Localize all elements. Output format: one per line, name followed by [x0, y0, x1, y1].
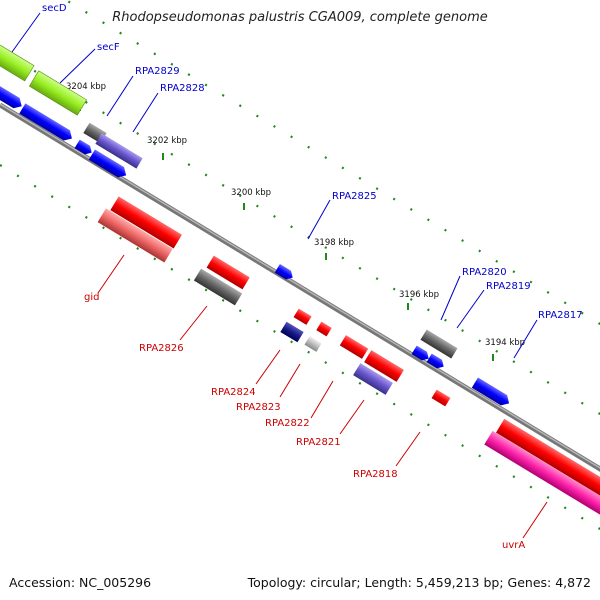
dotted-track-inner [0, 164, 600, 531]
scale-ticks: 3204 kbp 3202 kbp 3200 kbp 3198 kbp 3196… [66, 82, 525, 361]
gene-secf[interactable] [28, 70, 88, 116]
gene-rpa2821[interactable] [353, 363, 393, 395]
gene-uvra[interactable] [484, 430, 600, 520]
gene-rpa2823[interactable] [304, 336, 322, 352]
gene-rpa2828[interactable] [95, 133, 143, 169]
gene-red-2[interactable] [206, 255, 250, 290]
tick-label: 3200 kbp [231, 188, 271, 198]
gene-blue-1[interactable] [0, 82, 25, 112]
label-rpa2825[interactable]: RPA2825 [332, 191, 377, 202]
feature-labels: secD secF RPA2829 RPA2828 RPA2825 RPA282… [42, 3, 583, 551]
gene-red-small-1[interactable] [293, 308, 312, 325]
accession-label: Accession: NC_005296 [9, 575, 152, 590]
gene-red-3[interactable] [364, 350, 404, 382]
gene-red-small-2[interactable] [316, 321, 332, 337]
gene-blue-4[interactable] [88, 149, 129, 181]
tick-label: 3194 kbp [485, 338, 525, 348]
label-rpa2823[interactable]: RPA2823 [236, 402, 281, 413]
tick-label: 3198 kbp [314, 238, 354, 248]
label-rpa2819[interactable]: RPA2819 [486, 281, 531, 292]
gene-blue-5[interactable] [411, 345, 432, 363]
gene-blue-3[interactable] [74, 139, 95, 157]
tick-label: 3204 kbp [66, 82, 106, 92]
gene-rpa2826[interactable] [193, 268, 243, 306]
label-uvra[interactable]: uvrA [502, 540, 525, 551]
topology-label: Topology: circular; Length: 5,459,213 bp… [247, 575, 591, 590]
label-rpa2824[interactable]: RPA2824 [211, 387, 256, 398]
label-secf[interactable]: secF [97, 42, 120, 53]
gene-blue-6[interactable] [426, 353, 447, 371]
gene-red-4[interactable] [495, 418, 600, 506]
map-title: Rhodopseudomonas palustris CGA009, compl… [112, 10, 488, 25]
label-rpa2829[interactable]: RPA2829 [135, 66, 180, 77]
features [0, 35, 600, 520]
label-rpa2828[interactable]: RPA2828 [160, 83, 205, 94]
label-rpa2822[interactable]: RPA2822 [265, 418, 310, 429]
gene-rpa2818[interactable] [431, 389, 451, 407]
gene-rpa2820[interactable] [420, 329, 458, 359]
label-gid[interactable]: gid [84, 292, 99, 303]
tick-label: 3196 kbp [399, 290, 439, 300]
gene-secd[interactable] [0, 35, 35, 82]
gene-blue-2[interactable] [19, 103, 75, 143]
gene-gid[interactable] [97, 208, 173, 263]
label-rpa2817[interactable]: RPA2817 [538, 310, 583, 321]
tick-label: 3202 kbp [147, 136, 187, 146]
label-rpa2826[interactable]: RPA2826 [139, 343, 184, 354]
gene-rpa2817[interactable] [471, 377, 512, 409]
gene-rpa2822[interactable] [339, 335, 369, 359]
label-secd[interactable]: secD [42, 3, 67, 14]
gene-red-1[interactable] [110, 196, 182, 249]
label-rpa2818[interactable]: RPA2818 [353, 469, 398, 480]
leader-lines [11, 12, 548, 539]
label-rpa2820[interactable]: RPA2820 [462, 267, 507, 278]
gene-rpa2825[interactable] [274, 264, 296, 282]
gene-rpa2824[interactable] [280, 321, 304, 343]
label-rpa2821[interactable]: RPA2821 [296, 437, 341, 448]
